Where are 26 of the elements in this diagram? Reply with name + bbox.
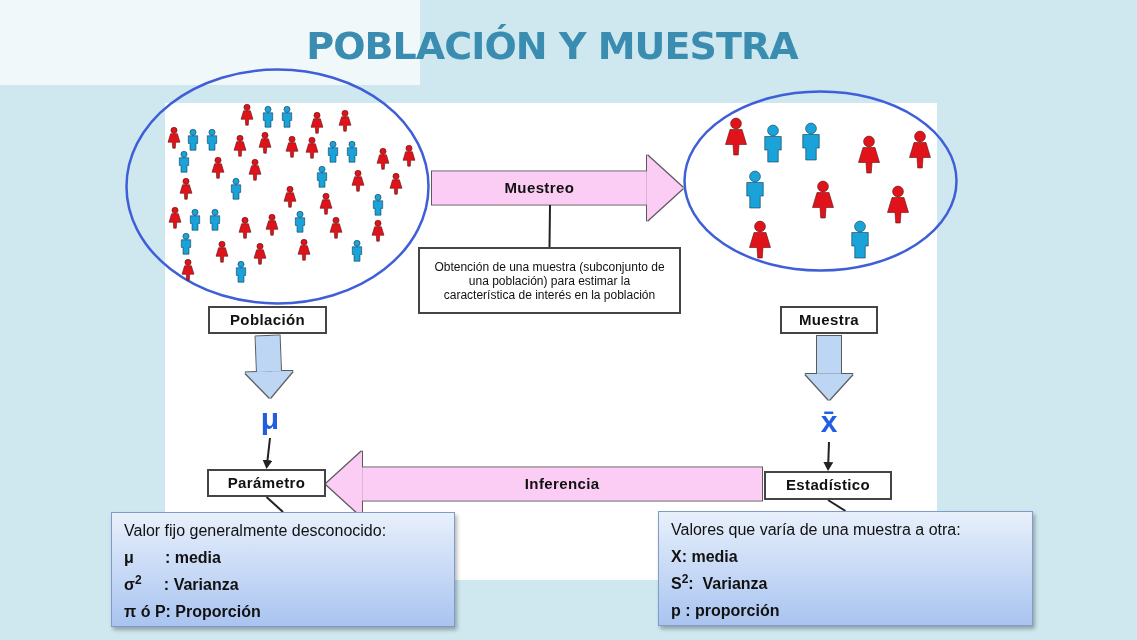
symbol-text: μ bbox=[250, 398, 290, 438]
arrow bbox=[262, 437, 273, 469]
info-panel bbox=[111, 512, 455, 627]
title: POBLACIÓN Y MUESTRA bbox=[305, 23, 800, 70]
symbol-text: x̄ bbox=[809, 400, 849, 442]
info-text: π ó P: Proporción bbox=[124, 602, 262, 622]
leader-line bbox=[548, 204, 551, 248]
block-arrow bbox=[805, 336, 853, 400]
info-text: X: media bbox=[671, 547, 739, 567]
description-box: Obtención de una muestra (subconjunto de una población) para estimar la característica de interés en la población bbox=[418, 247, 681, 314]
info-text: Valor fijo generalmente desconocido: bbox=[124, 521, 388, 541]
arrow bbox=[823, 441, 834, 471]
label-box: Parámetro bbox=[207, 469, 326, 497]
label-box: Muestra bbox=[780, 306, 878, 334]
info-text: p : proporción bbox=[671, 601, 781, 621]
label-box: Estadístico bbox=[764, 471, 892, 500]
info-text: σ$^{2}$ : Varianza bbox=[124, 572, 240, 595]
info-panel bbox=[658, 511, 1033, 626]
info-text: S$^{2}$: Varianza bbox=[671, 571, 769, 594]
connector-line bbox=[827, 499, 847, 512]
info-text: μ : media bbox=[124, 548, 222, 568]
connector-line bbox=[265, 496, 284, 513]
label-box: Población bbox=[208, 306, 327, 334]
info-text: Valores que varía de una muestra a otra: bbox=[671, 520, 962, 540]
block-arrow bbox=[432, 155, 683, 221]
block-arrow bbox=[245, 335, 293, 398]
